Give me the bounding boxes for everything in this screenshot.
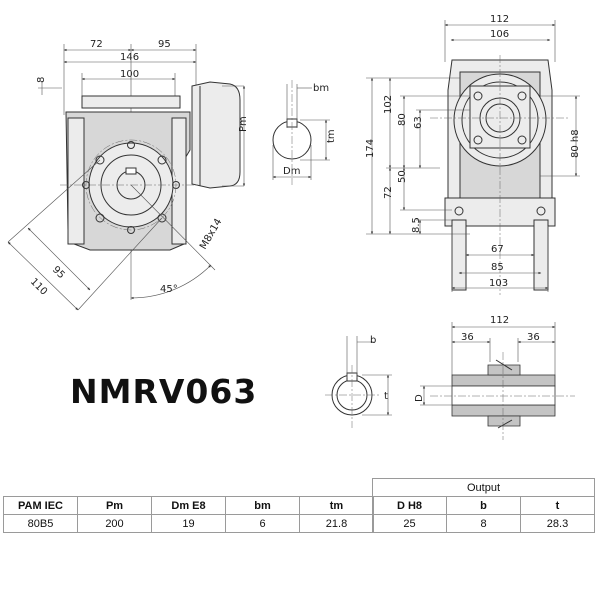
dim-bm: bm [313,83,329,94]
dim-8: 8 [36,77,47,83]
input-spec-table: PAM IEC Pm Dm E8 bm tm 80B5 200 19 6 21.… [3,496,374,533]
thread-m8x14: M8x14 [198,217,224,252]
dim-95-diag: 95 [50,264,67,281]
dim-b: b [370,335,376,346]
dim-80: 80 [397,113,408,126]
dim-72: 72 [90,39,103,50]
cell-pam-iec: 80B5 [3,514,78,533]
dim-112-hollow: 112 [490,315,509,326]
dim-103: 103 [489,278,508,289]
dim-85: 85 [491,262,504,273]
cell-bm: 6 [225,514,300,533]
th-d-h8: D H8 [372,496,447,515]
th-pm: Pm [77,496,152,515]
technical-drawing: 72 95 146 100 8 Pm [7,14,581,440]
dim-tm: tm [326,129,337,143]
dim-100: 100 [120,69,139,80]
table-header-row: D H8 b t [372,496,595,515]
th-t: t [520,496,595,515]
hollow-shaft-section: 112 36 36 D [414,315,575,440]
output-title: Output [372,478,595,497]
dim-80-h8: 80 h8 [570,129,581,158]
output-key-detail: b t [325,335,392,428]
cell-tm: 21.8 [299,514,374,533]
input-key-detail: bm tm Dm [272,80,337,185]
dim-95-top: 95 [158,39,171,50]
dim-146: 146 [120,52,139,63]
cell-t: 28.3 [520,514,595,533]
th-dm-e8: Dm E8 [151,496,226,515]
dim-63: 63 [413,116,424,129]
dim-174: 174 [365,139,376,158]
dim-dm: Dm [283,166,300,177]
table-row: 80B5 200 19 6 21.8 [3,514,374,533]
th-pam-iec: PAM IEC [3,496,78,515]
th-bm: bm [225,496,300,515]
cell-pm: 200 [77,514,152,533]
dim-8-5: 8.5 [411,217,422,233]
output-spec-table: Output D H8 b t 25 8 28.3 [372,478,595,533]
dim-67: 67 [491,244,504,255]
dim-110: 110 [28,276,49,297]
dim-36-right: 36 [527,332,540,343]
dim-pm: Pm [238,116,249,132]
dim-72-side: 72 [383,186,394,199]
side-view: 112 106 174 102 72 80 [365,14,581,295]
cell-b: 8 [446,514,521,533]
output-title-row: Output [372,478,595,497]
table-header-row: PAM IEC Pm Dm E8 bm tm [3,496,374,515]
model-title: NMRV063 [70,372,258,411]
table-row: 25 8 28.3 [372,514,595,533]
th-b: b [446,496,521,515]
dim-t: t [384,391,388,402]
dim-50: 50 [397,170,408,183]
dim-36-left: 36 [461,332,474,343]
dim-d: D [414,394,425,402]
dim-102: 102 [383,95,394,114]
cell-dm-e8: 19 [151,514,226,533]
dim-106: 106 [490,29,509,40]
front-view: 72 95 146 100 8 Pm [7,39,249,311]
cell-d-h8: 25 [372,514,447,533]
th-tm: tm [299,496,374,515]
dim-45-deg: 45° [160,284,178,295]
dim-112-top: 112 [490,14,509,25]
